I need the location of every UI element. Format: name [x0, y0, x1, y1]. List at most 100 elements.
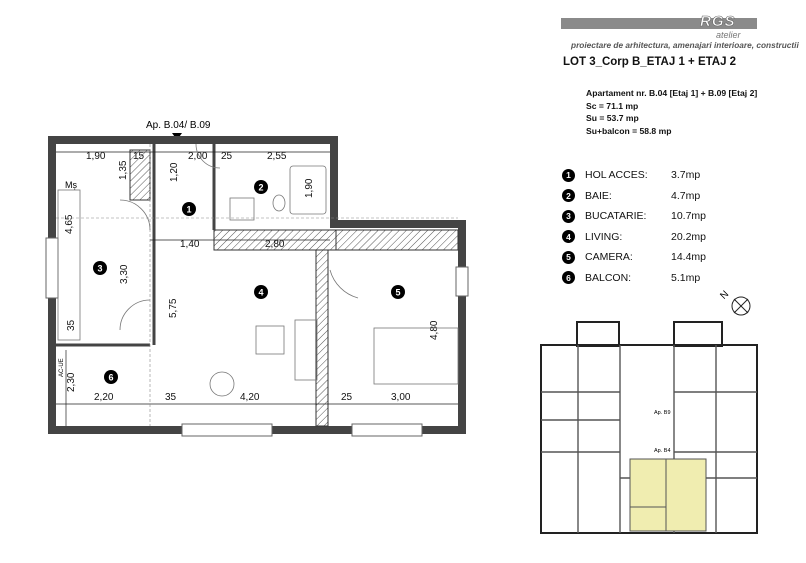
dim-label: 2,55 [267, 151, 287, 162]
room-marker-5 [391, 285, 405, 299]
dim-label: 2,30 [66, 372, 77, 392]
legend-room: BAIE: [585, 189, 612, 202]
page-title: LOT 3_Corp B_ETAJ 1 + ETAJ 2 [563, 56, 737, 68]
toilet [272, 194, 286, 212]
legend-area: 14.4mp [671, 251, 707, 264]
unit-line: Apartament nr. B.04 [Etaj 1] + B.09 [Eta… [586, 88, 758, 98]
svg-text:N: N [718, 289, 731, 302]
highlight-unit [629, 506, 667, 532]
door-swing [119, 199, 151, 231]
door-swing [195, 143, 221, 169]
room-marker-6 [104, 370, 118, 384]
partitions [56, 144, 216, 347]
table [255, 325, 285, 355]
dim-label: 25 [341, 392, 353, 403]
dim-label: 1,40 [180, 239, 200, 250]
legend-area: 4.7mp [671, 189, 701, 202]
legend-row: 2 BAIE: 4.7mp [562, 186, 711, 207]
door-swing [329, 269, 359, 299]
dim-label: 35 [66, 319, 77, 331]
dimension-lines [56, 151, 458, 426]
ms-label: Mș [65, 180, 77, 190]
washbasin [229, 197, 255, 221]
dim-label: 2,80 [265, 239, 285, 250]
axis-lines [56, 144, 458, 426]
bed [373, 327, 459, 385]
room-marker-1 [182, 202, 196, 216]
key-plan: Ap. B9 Ap. B4 [540, 321, 758, 534]
dimensions: 1,90 15 2,00 25 2,55 1,35 1,20 1,90 4,65… [64, 151, 440, 403]
windows [45, 237, 469, 437]
legend-area: 10.7mp [671, 210, 707, 223]
interior-walls [129, 149, 459, 427]
room-markers: 1 2 3 4 5 6 [93, 180, 405, 384]
north-arrow-icon: N [718, 289, 751, 316]
svg-text:5: 5 [395, 288, 400, 298]
dim-label: 5,75 [168, 298, 179, 318]
dim-label: 1,35 [118, 160, 129, 180]
legend-room: LIVING: [585, 230, 623, 243]
svg-text:6: 6 [108, 373, 113, 383]
door-swing [119, 299, 151, 331]
legend-row: 5 CAMERA: 14.4mp [562, 247, 711, 268]
svg-text:1: 1 [186, 205, 191, 215]
room-legend: 1 HOL ACCES: 3.7mp 2 BAIE: 4.7mp 3 BUCAT… [562, 165, 711, 288]
svg-text:4: 4 [258, 288, 263, 298]
legend-row: 6 BALCON: 5.1mp [562, 268, 711, 289]
legend-number: 5 [562, 250, 575, 264]
legend-number: 1 [562, 168, 575, 182]
dim-label: 35 [165, 392, 177, 403]
kitchen-counter [57, 189, 81, 341]
legend-area: 3.7mp [671, 169, 701, 182]
company-tagline: proiectare de arhitectura, amenajari int… [571, 40, 799, 50]
fixtures [57, 143, 459, 397]
logo-subtitle: atelier [716, 30, 741, 40]
legend-room: CAMERA: [585, 251, 633, 264]
sofa [294, 319, 318, 381]
dim-label: 3,00 [391, 392, 411, 403]
room-marker-4 [254, 285, 268, 299]
dim-label: 1,20 [169, 162, 180, 182]
dim-label: 25 [221, 151, 233, 162]
highlight-unit [665, 458, 707, 532]
keyplan-label: Ap. B4 [654, 448, 671, 454]
svg-text:3: 3 [97, 264, 102, 274]
legend-room: HOL ACCES: [585, 169, 648, 182]
svg-text:2: 2 [258, 183, 263, 193]
room-marker-2 [254, 180, 268, 194]
ac-label: AC-UE [59, 358, 65, 377]
logo-bar [561, 18, 757, 29]
dim-label: 2,00 [188, 151, 208, 162]
dim-label: 1,90 [304, 178, 315, 198]
unit-info: Apartament nr. B.04 [Etaj 1] + B.09 [Eta… [586, 87, 757, 137]
legend-row: 3 BUCATARIE: 10.7mp [562, 206, 711, 227]
dim-label: 2,20 [94, 392, 114, 403]
entrance-label: Ap. B.04/ B.09 [146, 120, 211, 131]
legend-number: 3 [562, 209, 575, 223]
legend-number: 6 [562, 271, 575, 285]
dim-label: 3,30 [119, 264, 130, 284]
armchair [209, 371, 235, 397]
su-balcon-area: Su+balcon = 58.8 mp [586, 125, 672, 136]
legend-room: BALCON: [585, 271, 632, 284]
legend-number: 4 [562, 230, 575, 244]
highlight-unit [629, 458, 667, 508]
dim-label: 1,90 [86, 151, 106, 162]
dim-label: 4,65 [64, 214, 75, 234]
legend-area: 20.2mp [671, 230, 707, 243]
su-area: Su = 53.7 mp [586, 113, 639, 123]
keyplan-label: Ap. B9 [654, 410, 671, 416]
bathtub [289, 165, 327, 215]
legend-area: 5.1mp [671, 271, 701, 284]
dim-label: 15 [133, 151, 145, 162]
dim-label: 4,80 [429, 320, 440, 340]
legend-row: 4 LIVING: 20.2mp [562, 227, 711, 248]
room-marker-3 [93, 261, 107, 275]
legend-row: 1 HOL ACCES: 3.7mp [562, 165, 711, 186]
dim-label: 4,20 [240, 392, 260, 403]
legend-number: 2 [562, 189, 575, 203]
company-logo: RGS [700, 13, 736, 31]
legend-room: BUCATARIE: [585, 210, 647, 223]
sc-area: Sc = 71.1 mp [586, 100, 639, 111]
